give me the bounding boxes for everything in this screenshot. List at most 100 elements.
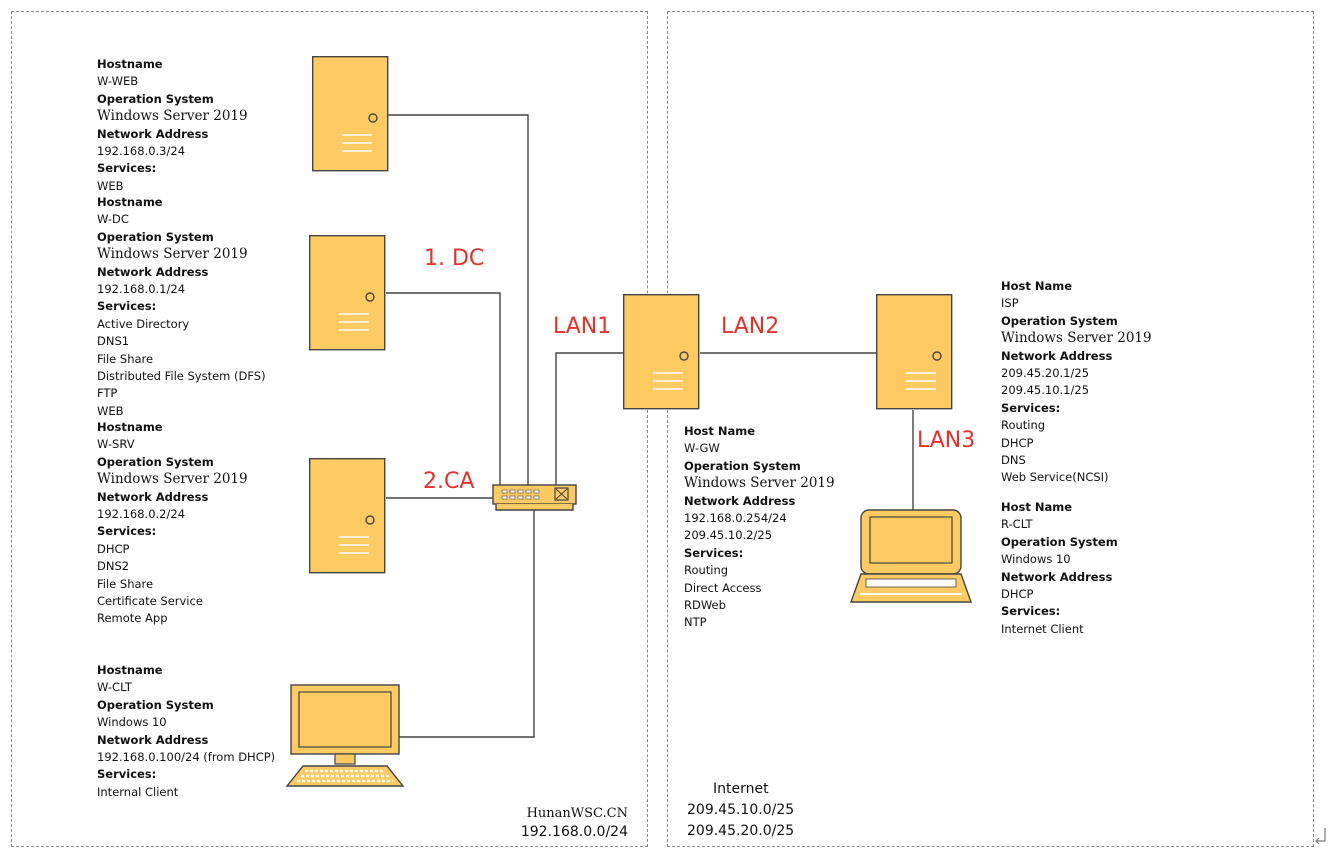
network-address-label: Network Address <box>97 732 209 747</box>
service-item: Distributed File System (DFS) <box>97 369 266 384</box>
label-lan3: LAN3 <box>917 428 976 453</box>
os-label: Operation System <box>684 458 801 473</box>
os-label: Operation System <box>97 229 214 244</box>
service-item: DNS1 <box>97 334 130 349</box>
server-w-web-icon <box>312 56 389 172</box>
os-value: Windows Server 2019 <box>684 475 835 492</box>
service-item: Routing <box>1001 418 1046 433</box>
server-w-gw-icon <box>623 294 700 410</box>
service-item: DHCP <box>1001 435 1034 450</box>
service-item: File Share <box>97 576 154 591</box>
service-item: Internal Client <box>97 784 179 799</box>
os-value: Windows Server 2019 <box>97 246 248 263</box>
network-address-label: Network Address <box>97 489 209 504</box>
os-value: Windows 10 <box>1001 552 1071 567</box>
service-item: DHCP <box>97 541 130 556</box>
os-label: Operation System <box>1001 534 1118 549</box>
network-address-value: 209.45.10.1/25 <box>1001 383 1090 398</box>
server-w-srv-icon <box>309 458 386 574</box>
service-item: RDWeb <box>684 598 726 613</box>
internal-footer: HunanWSC.CN 192.168.0.0/24 <box>521 805 628 841</box>
service-item: Web Service(NCSI) <box>1001 470 1109 485</box>
network-address-value: 209.45.10.2/25 <box>684 528 773 543</box>
services-label: Services: <box>97 524 157 539</box>
network-address-label: Network Address <box>684 493 796 508</box>
service-item: Direct Access <box>684 580 762 595</box>
internet-title: Internet <box>713 781 769 797</box>
hostname-label: Host Name <box>1001 279 1073 293</box>
w-srv-info: Hostname W-SRV Operation System Windows … <box>97 419 248 628</box>
internet-subnet: 209.45.20.0/25 <box>687 823 795 839</box>
internet-zone <box>667 11 1314 847</box>
service-item: Internet Client <box>1001 621 1084 636</box>
service-item: Remote App <box>97 611 168 626</box>
hostname-value: W-DC <box>97 212 129 227</box>
server-isp-icon <box>876 294 953 410</box>
label-dc: 1. DC <box>424 246 485 271</box>
label-lan1: LAN1 <box>553 314 612 339</box>
network-address-value: 192.168.0.254/24 <box>684 511 787 526</box>
r-clt-info: Host Name R-CLT Operation System Windows… <box>1001 499 1118 638</box>
os-label: Operation System <box>1001 313 1118 328</box>
hostname-value: W-GW <box>684 441 720 456</box>
hostname-label: Host Name <box>1001 500 1073 514</box>
hostname-value: W-CLT <box>97 680 132 695</box>
os-value: Windows Server 2019 <box>97 471 248 488</box>
network-address-label: Network Address <box>1001 569 1113 584</box>
service-item: FTP <box>97 386 118 401</box>
os-label: Operation System <box>97 91 214 106</box>
network-address-value: 192.168.0.100/24 (from DHCP) <box>97 750 276 765</box>
services-label: Services: <box>1001 400 1061 415</box>
desktop-w-clt-icon <box>285 684 405 787</box>
laptop-r-clt-icon <box>850 509 972 603</box>
internet-footer: Internet 209.45.10.0/25 209.45.20.0/25 <box>687 779 794 842</box>
network-address-value: 192.168.0.3/24 <box>97 144 186 159</box>
os-label: Operation System <box>97 454 214 469</box>
return-mark-icon <box>1315 828 1326 845</box>
label-lan2: LAN2 <box>721 314 780 339</box>
network-address-value: 192.168.0.2/24 <box>97 507 186 522</box>
hostname-value: W-WEB <box>97 74 139 89</box>
hostname-value: R-CLT <box>1001 517 1033 532</box>
link-clt-switch <box>399 510 535 738</box>
hostname-label: Hostname <box>97 420 163 434</box>
w-clt-info: Hostname W-CLT Operation System Windows … <box>97 662 275 801</box>
link-dc-switch <box>386 292 501 486</box>
service-item: Routing <box>684 563 729 578</box>
services-label: Services: <box>97 299 157 314</box>
service-item: Active Directory <box>97 316 190 331</box>
internet-subnet: 209.45.10.0/25 <box>687 802 795 818</box>
network-address-label: Network Address <box>97 126 209 141</box>
services-label: Services: <box>97 767 157 782</box>
os-label: Operation System <box>97 697 214 712</box>
switch-icon <box>492 484 577 511</box>
os-value: Windows 10 <box>97 715 167 730</box>
link-web-switch <box>388 114 529 486</box>
network-address-value: 192.168.0.1/24 <box>97 282 186 297</box>
network-address-label: Network Address <box>97 264 209 279</box>
hostname-label: Hostname <box>97 195 163 209</box>
hostname-value: ISP <box>1001 296 1019 311</box>
os-value: Windows Server 2019 <box>1001 330 1152 347</box>
hostname-value: W-SRV <box>97 437 135 452</box>
os-value: Windows Server 2019 <box>97 108 248 125</box>
services-label: Services: <box>684 545 744 560</box>
isp-info: Host Name ISP Operation System Windows S… <box>1001 278 1152 487</box>
w-web-info: Hostname W-WEB Operation System Windows … <box>97 56 248 195</box>
network-address-label: Network Address <box>1001 348 1113 363</box>
hostname-label: Hostname <box>97 663 163 677</box>
internal-network-zone <box>11 11 648 847</box>
w-gw-info: Host Name W-GW Operation System Windows … <box>684 423 835 632</box>
service-item: Certificate Service <box>97 594 203 609</box>
label-ca: 2.CA <box>423 469 475 494</box>
network-address-value: 209.45.20.1/25 <box>1001 366 1090 381</box>
w-dc-info: Hostname W-DC Operation System Windows S… <box>97 194 266 420</box>
link-switch-gw <box>555 352 624 486</box>
hostname-label: Hostname <box>97 57 163 71</box>
service-item: WEB <box>97 178 124 193</box>
server-w-dc-icon <box>309 235 386 351</box>
brand-text: HunanWSC.CN <box>526 806 628 821</box>
network-address-value: DHCP <box>1001 587 1034 602</box>
